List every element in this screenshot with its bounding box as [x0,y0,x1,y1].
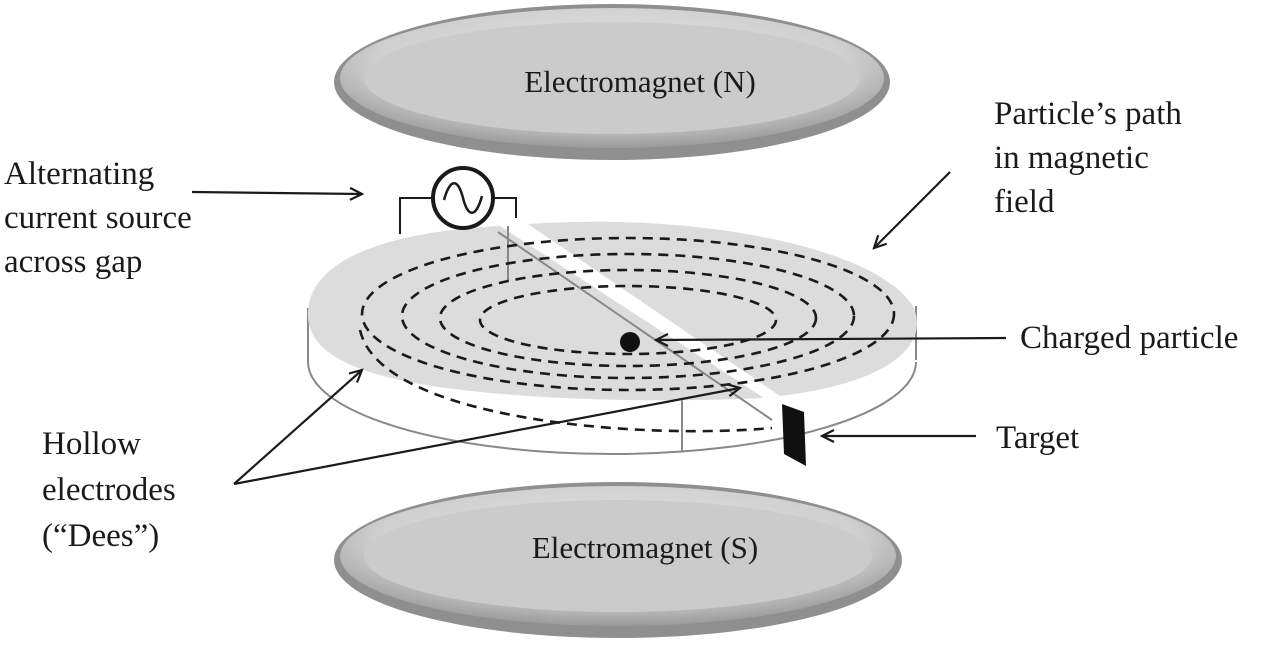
particle-path [358,236,896,433]
target-block [782,404,806,466]
dees-disk [307,221,917,455]
electromagnet-south: Electromagnet (S) [334,482,902,638]
arrow-dee-right [233,388,740,486]
label-dees: Hollow electrodes (“Dees”) [42,426,184,554]
label-target: Target [996,420,1079,456]
ac-source [399,166,517,234]
arrow-dee-left [233,370,362,485]
label-particle-path: Particle’s path in magnetic field [994,96,1190,220]
label-charged-particle: Charged particle [1020,320,1238,356]
electromagnet-north-label: Electromagnet (N) [524,64,756,99]
label-ac-source: Alternating current source across gap [4,156,200,280]
arrow-charged-particle [656,338,1007,340]
dee-right [528,221,917,396]
arrow-ac-source [191,192,362,194]
charged-particle-dot [620,332,640,352]
electromagnet-south-label: Electromagnet (S) [532,530,758,565]
dee-left [307,226,764,401]
electromagnet-north: Electromagnet (N) [334,4,890,160]
arrow-particle-path [874,171,951,248]
arrows [191,171,1007,486]
